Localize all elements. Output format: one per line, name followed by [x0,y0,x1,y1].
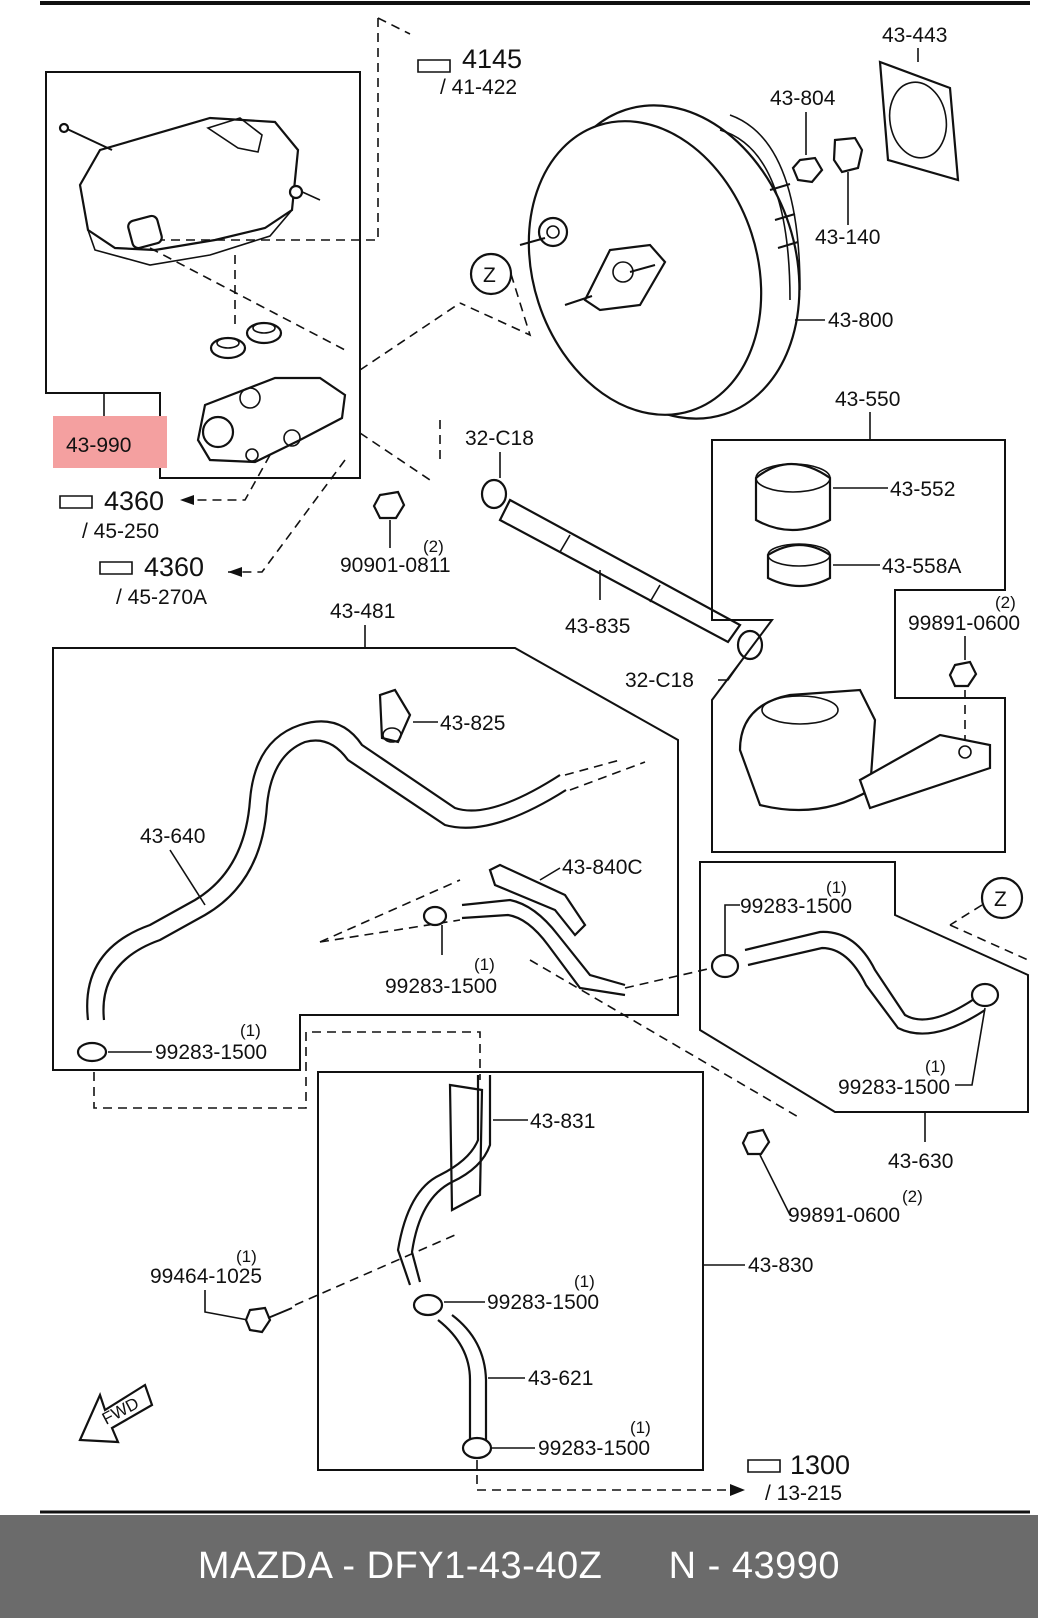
clamp-99283-a [76,1041,108,1063]
z-reference-circle [980,876,1024,920]
label-90901-0811: 90901-0811 [340,554,451,577]
z-marker-1: Z [483,264,496,287]
label-32-c18-a: 32-C18 [465,427,534,450]
label-99283-1500-f: 99283-1500 [538,1437,650,1460]
label-43-140: 43-140 [815,226,880,249]
label-32-c18-b: 32-C18 [625,669,694,692]
nut-99891-0600-a [948,660,978,688]
footer-text: MAZDA - DFY1-43-40Z N - 43990 [198,1545,840,1588]
clamp-99283-f [461,1436,493,1460]
clamp-32-c18-a [480,478,508,510]
footer-brand: MAZDA [197,1545,332,1587]
clip-43-825 [378,688,412,744]
nut-99891-0600-b [741,1128,771,1156]
bracket-43-840c [488,863,587,937]
qty-99891-a: (2) [995,593,1016,612]
hose-group-43-630-box [699,861,1029,1113]
label-99283-1500-b: 99283-1500 [385,975,497,998]
hose-43-835 [498,498,742,644]
pointing-hand-icon [747,1459,781,1473]
qty-99283-d: (1) [925,1057,946,1076]
label-99283-1500-a: 99283-1500 [155,1041,267,1064]
pipe-43-831 [396,1075,480,1286]
bracket-43-140 [832,136,864,174]
bolt-99464-1025 [244,1306,272,1334]
label-43-552: 43-552 [890,478,955,501]
label-43-621: 43-621 [528,1367,593,1390]
label-43-804: 43-804 [770,87,836,110]
qty-99283-e: (1) [574,1272,595,1291]
qty-90901: (2) [423,537,444,556]
ref-4360-a: 4360 [104,486,164,516]
label-43-800: 43-800 [828,309,893,332]
ref-4360-b: 4360 [144,552,204,582]
reservoir-bracket [858,733,992,810]
footer-ref: N - 43990 [668,1545,841,1587]
gasket-43-443 [878,60,960,182]
label-43-835: 43-835 [565,615,630,638]
ref-45-270a: / 45-270A [116,586,207,609]
clamp-99283-e [412,1293,444,1317]
qty-99464: (1) [236,1247,257,1266]
pointing-hand-icon [99,561,133,575]
label-43-630: 43-630 [888,1150,953,1173]
z-marker-2: Z [994,888,1007,911]
footer-separator: - [331,1545,367,1587]
hose-group-43-830-box [317,1071,704,1471]
ref-1300: 1300 [790,1450,850,1480]
brake-booster [519,104,801,420]
footer-gap [602,1545,668,1587]
label-99283-1500-d: 99283-1500 [838,1076,950,1099]
label-43-558a: 43-558A [882,555,961,578]
label-43-990: 43-990 [66,434,131,457]
hose-43-640 [86,720,561,1021]
ref-41-422: / 41-422 [440,76,517,99]
cap-43-552 [754,462,832,531]
label-43-550: 43-550 [835,388,900,411]
footer-bar: MAZDA - DFY1-43-40Z N - 43990 [0,1515,1038,1618]
clamp-99283-d [970,982,1000,1008]
nut-90901-0811 [372,490,406,520]
label-99891-0600-a: 99891-0600 [908,612,1020,635]
clamp-32-c18-b [736,629,764,661]
label-99283-1500-e: 99283-1500 [487,1291,599,1314]
label-43-831: 43-831 [530,1110,595,1133]
qty-99283-c: (1) [826,878,847,897]
qty-99283-a: (1) [240,1021,261,1040]
qty-99891-b: (2) [902,1187,923,1206]
label-43-840c: 43-840C [562,856,643,879]
parts-diagram: 43-990 4145 / 41-422 4360 / 45-250 4360 … [40,1,1030,1514]
reservoir-tank [738,688,877,812]
ref-13-215: / 13-215 [765,1482,842,1505]
label-43-825: 43-825 [440,712,505,735]
label-99464-1025: 99464-1025 [150,1265,262,1288]
label-43-640: 43-640 [140,825,205,848]
label-99891-0600-b: 99891-0600 [788,1204,900,1227]
hose-43-621 [437,1319,472,1440]
label-43-481: 43-481 [330,600,395,623]
ref-45-250: / 45-250 [82,520,159,543]
pointing-hand-icon [59,495,93,509]
hose-group-43-481-box [52,647,679,1071]
qty-99283-f: (1) [630,1418,651,1437]
pointing-hand-icon [417,59,451,73]
nut-43-804 [791,156,824,184]
label-43-830: 43-830 [748,1254,813,1277]
fwd-arrow-icon: FWD [78,1383,154,1444]
footer-part-number: DFY1-43-40Z [366,1545,603,1587]
ref-4145: 4145 [462,44,522,74]
hose-43-630 [744,930,981,1021]
clamp-99283-b [422,905,448,927]
reservoir-group-box [711,439,1006,853]
clamp-99283-c [710,953,740,979]
label-43-443: 43-443 [882,24,947,47]
qty-99283-b: (1) [474,955,495,974]
label-99283-1500-c: 99283-1500 [740,895,852,918]
master-cylinder-group [45,71,361,479]
highlight-box [53,416,167,468]
